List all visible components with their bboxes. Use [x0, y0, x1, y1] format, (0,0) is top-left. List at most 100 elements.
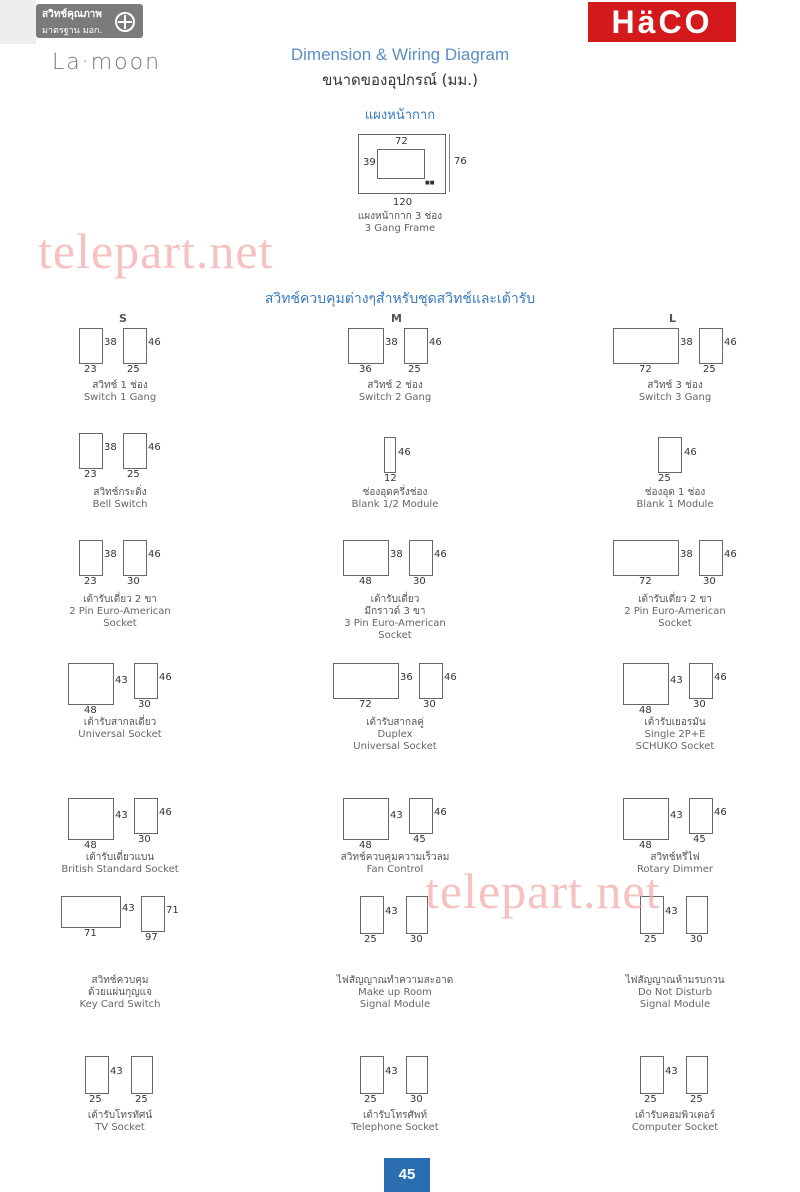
- caption-en-2: Universal Socket: [353, 741, 437, 752]
- dim-depth: 25: [690, 1094, 703, 1105]
- switch-heading: สวิทช์ควบคุมต่างๆสำหรับชุดสวิทช์และเต้าร…: [264, 291, 536, 307]
- dim-width: 25: [658, 473, 671, 484]
- registered-mark: ®: [728, 6, 737, 16]
- dim-depth-height: 46: [148, 442, 161, 453]
- caption-en-2: Socket: [658, 618, 692, 629]
- dim-height: 43: [110, 1066, 123, 1077]
- side-view: [134, 798, 158, 834]
- device-caption: เต้ารับโทรทัศน์TV Socket: [30, 1110, 210, 1134]
- dim-height: 38: [385, 337, 398, 348]
- front-view: [640, 1056, 664, 1094]
- caption-th: เต้ารับเดี่ยว 2 ขา: [83, 594, 157, 605]
- dim-height: 46: [684, 447, 697, 458]
- dim-width: 23: [84, 364, 97, 375]
- dim-depth-height: 46: [159, 807, 172, 818]
- side-view: [419, 663, 443, 699]
- front-view: [79, 433, 103, 469]
- caption-en: Blank 1/2 Module: [351, 499, 439, 510]
- dim-depth: 30: [413, 576, 426, 587]
- badge-line1: สวิทช์คุณภาพ: [42, 9, 102, 20]
- front-view: [623, 663, 669, 705]
- caption-th: สวิทช์ควบคุมความเร็วลม: [340, 852, 450, 863]
- side-view: [123, 328, 147, 364]
- side-view: [409, 540, 433, 576]
- dim-height: 43: [670, 810, 683, 821]
- dim-width: 48: [84, 705, 97, 716]
- dim-depth: 30: [693, 699, 706, 710]
- dim-height: 38: [680, 337, 693, 348]
- side-view: [686, 896, 708, 934]
- dim-depth-height: 46: [724, 549, 737, 560]
- device-caption: เต้ารับคอมพิวเตอร์Computer Socket: [585, 1110, 765, 1134]
- caption-en: Blank 1 Module: [636, 499, 714, 510]
- dim-height: 46: [398, 447, 411, 458]
- caption-th: ไฟสัญญาณห้ามรบกวน: [625, 975, 725, 986]
- caption-en: Make up Room: [358, 987, 432, 998]
- series-logo: La·moon: [52, 50, 162, 75]
- caption-en: Telephone Socket: [351, 1122, 439, 1133]
- dim-depth: 30: [410, 1094, 423, 1105]
- dim-depth-height: 71: [166, 905, 179, 916]
- caption-en: Universal Socket: [78, 729, 162, 740]
- caption-th: ไฟสัญญาณทำความสะอาด: [336, 975, 454, 986]
- caption-th: สวิทช์ 2 ช่อง: [367, 380, 423, 391]
- side-view: [689, 798, 713, 834]
- caption-th: สวิทช์หรี่ไฟ: [650, 852, 700, 863]
- caption-th: สวิทช์กระดิ่ง: [93, 487, 147, 498]
- caption-en: Switch 2 Gang: [358, 392, 432, 403]
- dim-depth: 30: [423, 699, 436, 710]
- front-view: [360, 1056, 384, 1094]
- dim-height: 38: [104, 337, 117, 348]
- caption-th: เต้ารับโทรทัศน์: [87, 1110, 153, 1121]
- caption-en-2: Signal Module: [639, 999, 711, 1010]
- dim-depth: 25: [127, 364, 140, 375]
- frame-outer-height: 76: [454, 156, 467, 167]
- side-view: [406, 896, 428, 934]
- tis-badge: สวิทช์คุณภาพ มาตรฐาน มอก.: [36, 4, 143, 38]
- dim-height: 38: [680, 549, 693, 560]
- front-view: [613, 540, 679, 576]
- dim-width: 25: [644, 1094, 657, 1105]
- caption-en: TV Socket: [95, 1122, 145, 1133]
- dim-depth: 45: [413, 834, 426, 845]
- caption-en: Do Not Disturb: [637, 987, 713, 998]
- caption-en: Switch 3 Gang: [638, 392, 712, 403]
- caption-en-2: Socket: [378, 630, 412, 641]
- caption-th-2: มีกราวด์ 3 ขา: [364, 606, 426, 617]
- dim-height: 36: [400, 672, 413, 683]
- dim-height: 38: [104, 549, 117, 560]
- dim-height: 43: [665, 1066, 678, 1077]
- corner-shade: [0, 0, 36, 44]
- dim-depth: 30: [410, 934, 423, 945]
- frame-height-line: [449, 134, 450, 192]
- caption-en: Key Card Switch: [79, 999, 161, 1010]
- front-view: [640, 896, 664, 934]
- caption-th: สวิทช์ควบคุม: [91, 975, 149, 986]
- dim-height: 43: [115, 675, 128, 686]
- front-view: [79, 328, 103, 364]
- caption-th: เต้ารับเดี่ยว 2 ขา: [638, 594, 712, 605]
- front-view: [68, 663, 114, 705]
- frame-opening: [377, 149, 425, 179]
- front-view: [79, 540, 103, 576]
- caption-en-2: Signal Module: [359, 999, 431, 1010]
- caption-th: สวิทช์ 3 ช่อง: [647, 380, 703, 391]
- dim-depth-height: 46: [724, 337, 737, 348]
- page-subtitle: ขนาดของอุปกรณ์ (มม.): [322, 71, 478, 89]
- caption-en: Single 2P+E: [644, 729, 706, 740]
- dim-width: 23: [84, 576, 97, 587]
- dim-depth: 97: [145, 932, 158, 943]
